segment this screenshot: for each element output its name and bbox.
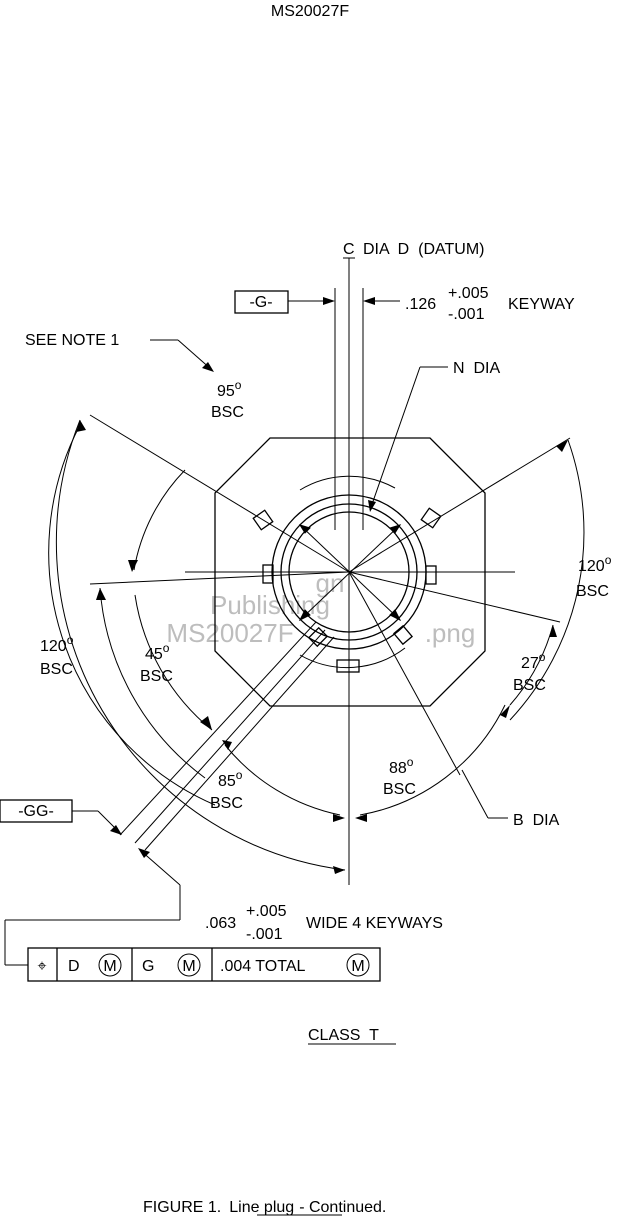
keyway-dimension: .126 +.005 -.001 KEYWAY	[363, 285, 575, 323]
keyway-tol-minus: -.001	[448, 306, 485, 323]
radial-line-left	[89, 571, 350, 585]
angle-basis: BSC	[40, 661, 73, 678]
inner-ring	[288, 511, 410, 633]
see-note-label: SEE NOTE 1	[25, 332, 119, 349]
watermark-line-2: Publishing	[210, 590, 330, 620]
caption-suffix: - Continued.	[299, 1199, 386, 1216]
angle-basis: BSC	[576, 583, 609, 600]
watermark-line-4: .png	[425, 618, 476, 648]
diagonal-keyway	[119, 621, 335, 851]
angle-95: 95o BSC	[211, 378, 244, 421]
degree-mark: o	[539, 650, 546, 664]
watermark-line-3: MS20027F	[166, 618, 293, 648]
fcf-tolerance: .004 TOTAL	[220, 958, 305, 975]
keyway-label: KEYWAY	[508, 296, 575, 313]
centerline-symbol: C	[343, 241, 355, 258]
angle-88: 88o BSC	[383, 755, 416, 798]
keyway-notch	[262, 564, 274, 584]
arrowheads	[76, 420, 568, 874]
ring-keyways	[252, 507, 442, 673]
wide-keyways-callout: .063 +.005 -.001 WIDE 4 KEYWAYS	[4, 848, 443, 966]
figure-caption: FIGURE 1. Line plug - Continued.	[143, 1199, 386, 1216]
feature-control-frame: ⌖ D M G M .004 TOTAL M	[27, 947, 381, 982]
caption-prefix: FIGURE 1.	[143, 1199, 221, 1216]
angle-value: 95	[217, 383, 235, 400]
angle-basis: BSC	[210, 795, 243, 812]
keyway-notch	[252, 509, 274, 531]
n-dia-callout: N DIA	[368, 360, 500, 512]
wide-label: WIDE 4 KEYWAYS	[306, 915, 443, 932]
angle-basis: BSC	[383, 781, 416, 798]
svg-text:120o: 120o	[40, 633, 74, 655]
degree-mark: o	[407, 755, 414, 769]
fcf-modifier-2: M	[182, 958, 195, 975]
degree-mark: o	[163, 641, 170, 655]
angle-120-right: 120o BSC	[576, 553, 612, 600]
datum-gg-callout: -GG-	[0, 799, 122, 835]
svg-text:FIGURE 1.Line plug- Continued.: FIGURE 1. Line plug - Continued.	[143, 1199, 386, 1216]
angle-basis: BSC	[140, 668, 173, 685]
position-symbol: ⌖	[37, 958, 46, 975]
svg-text:45o: 45o	[145, 641, 170, 663]
angle-120-left: 120o BSC	[40, 633, 74, 678]
datum-gg-label: -GG-	[18, 803, 54, 820]
svg-text:88o: 88o	[389, 755, 414, 777]
svg-text:27o: 27o	[521, 650, 546, 672]
angle-value: 27	[521, 655, 539, 672]
angle-value: 88	[389, 760, 407, 777]
degree-mark: o	[236, 768, 243, 782]
b-dia-label: B DIA	[513, 812, 560, 829]
keyway-notch	[336, 659, 360, 673]
svg-text:120o: 120o	[578, 553, 612, 575]
degree-mark: o	[605, 553, 612, 567]
radial-line-upper-left	[89, 414, 350, 573]
keyway-tol-plus: +.005	[448, 285, 489, 302]
datum-d-callout: C DIA D (DATUM)	[343, 241, 484, 259]
angle-arcs	[48, 419, 585, 871]
wide-tol-plus: +.005	[246, 903, 287, 920]
degree-mark: o	[235, 378, 242, 392]
radial-line-right	[348, 571, 561, 623]
caption-title: Line plug	[229, 1199, 294, 1216]
radial-lines	[89, 414, 571, 776]
keyway-notch	[425, 565, 437, 585]
b-dia-callout: B DIA	[461, 769, 560, 829]
fcf-datum-2: G	[142, 958, 154, 975]
datum-g-label: -G-	[249, 294, 272, 311]
angle-85: 85o BSC	[210, 768, 243, 812]
n-dia-label: N DIA	[453, 360, 500, 377]
angle-value: 120	[40, 638, 67, 655]
fcf-datum-1: D	[68, 958, 80, 975]
angle-basis: BSC	[211, 404, 244, 421]
watermark: gn Publishing MS20027F .png	[166, 568, 475, 648]
angle-basis: BSC	[513, 677, 546, 694]
angle-value: 85	[218, 773, 236, 790]
wide-tol-minus: -.001	[246, 926, 283, 943]
datum-g-callout: -G-	[234, 290, 335, 314]
plug-body-outline	[214, 437, 486, 707]
angle-45: 45o BSC	[140, 641, 173, 685]
diameter-arrows	[298, 524, 402, 622]
fcf-modifier-3: M	[351, 958, 364, 975]
svg-text:85o: 85o	[218, 768, 243, 790]
keyway-notch	[392, 624, 414, 646]
radial-line-lower-right	[348, 571, 461, 776]
wide-dim: .063	[205, 915, 236, 932]
fcf-modifier-1: M	[103, 958, 116, 975]
datum-d-label: DIA D (DATUM)	[363, 241, 484, 258]
degree-mark: o	[67, 633, 74, 647]
svg-text:95o: 95o	[217, 378, 242, 400]
keyway-dim: .126	[405, 296, 436, 313]
angle-27: 27o BSC	[513, 650, 546, 694]
middle-ring	[280, 503, 418, 641]
doc-number: MS20027F	[271, 3, 349, 20]
see-note-callout: SEE NOTE 1	[25, 332, 214, 372]
angle-value: 120	[578, 558, 605, 575]
class-label: CLASS T	[308, 1027, 379, 1044]
keyway-notch	[420, 507, 442, 529]
radial-line-upper-right	[348, 437, 571, 573]
angle-value: 45	[145, 646, 163, 663]
